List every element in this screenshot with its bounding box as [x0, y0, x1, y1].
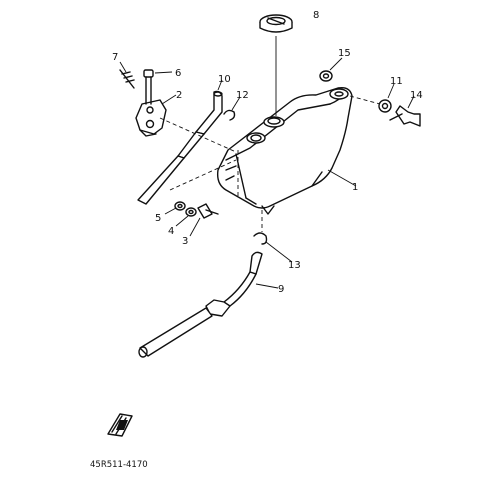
- fuel-hose-part: [138, 251, 263, 358]
- callout-10: 10: [218, 74, 231, 85]
- pin-part: [119, 69, 135, 89]
- callout-13: 13: [288, 260, 301, 271]
- leader-10: [217, 79, 223, 91]
- leader-7: [119, 61, 127, 73]
- diagram-code: 45R511-4170: [90, 460, 148, 470]
- leader-9: [255, 283, 279, 289]
- leader-5: [164, 207, 177, 215]
- bracket-part: [135, 99, 167, 137]
- leader-1: [327, 169, 357, 187]
- washer-11-part: [378, 99, 392, 113]
- wing-bolt-part: [389, 105, 421, 127]
- leader-15: [329, 57, 343, 71]
- callout-1: 1: [352, 182, 358, 193]
- bolt-3-part: [197, 203, 219, 219]
- leader-13: [265, 241, 293, 263]
- manual-book-icon: [107, 413, 133, 437]
- callout-15: 15: [338, 48, 351, 59]
- filler-cap-part: [259, 14, 293, 33]
- callout-12: 12: [236, 90, 249, 101]
- leader-12: [231, 96, 241, 111]
- callout-11: 11: [390, 76, 403, 87]
- callout-5: 5: [155, 213, 161, 224]
- leader-4: [175, 215, 189, 227]
- callout-6: 6: [175, 68, 181, 79]
- leader-11: [387, 83, 395, 99]
- leader-6: [154, 71, 173, 74]
- clip-13-part: [253, 232, 268, 245]
- leader-2: [161, 94, 177, 105]
- washer-5-part: [174, 201, 186, 211]
- breather-hose-part: [137, 90, 223, 205]
- washer-4-part: [185, 207, 197, 217]
- callout-4: 4: [168, 226, 174, 237]
- callout-9: 9: [278, 284, 284, 295]
- callout-7: 7: [112, 52, 118, 63]
- bolt-part: [143, 69, 154, 105]
- bolt-dash-line: [169, 159, 237, 191]
- callout-8: 8: [313, 10, 319, 21]
- leader-3: [189, 217, 201, 237]
- callout-14: 14: [410, 90, 423, 101]
- washer-15-part: [319, 70, 333, 82]
- fuel-tank-part: [216, 86, 353, 215]
- callout-2: 2: [176, 90, 182, 101]
- clip-part: [223, 109, 236, 121]
- wingbolt-dash-line: [349, 95, 381, 105]
- callout-3: 3: [182, 236, 188, 247]
- leader-14: [407, 95, 415, 109]
